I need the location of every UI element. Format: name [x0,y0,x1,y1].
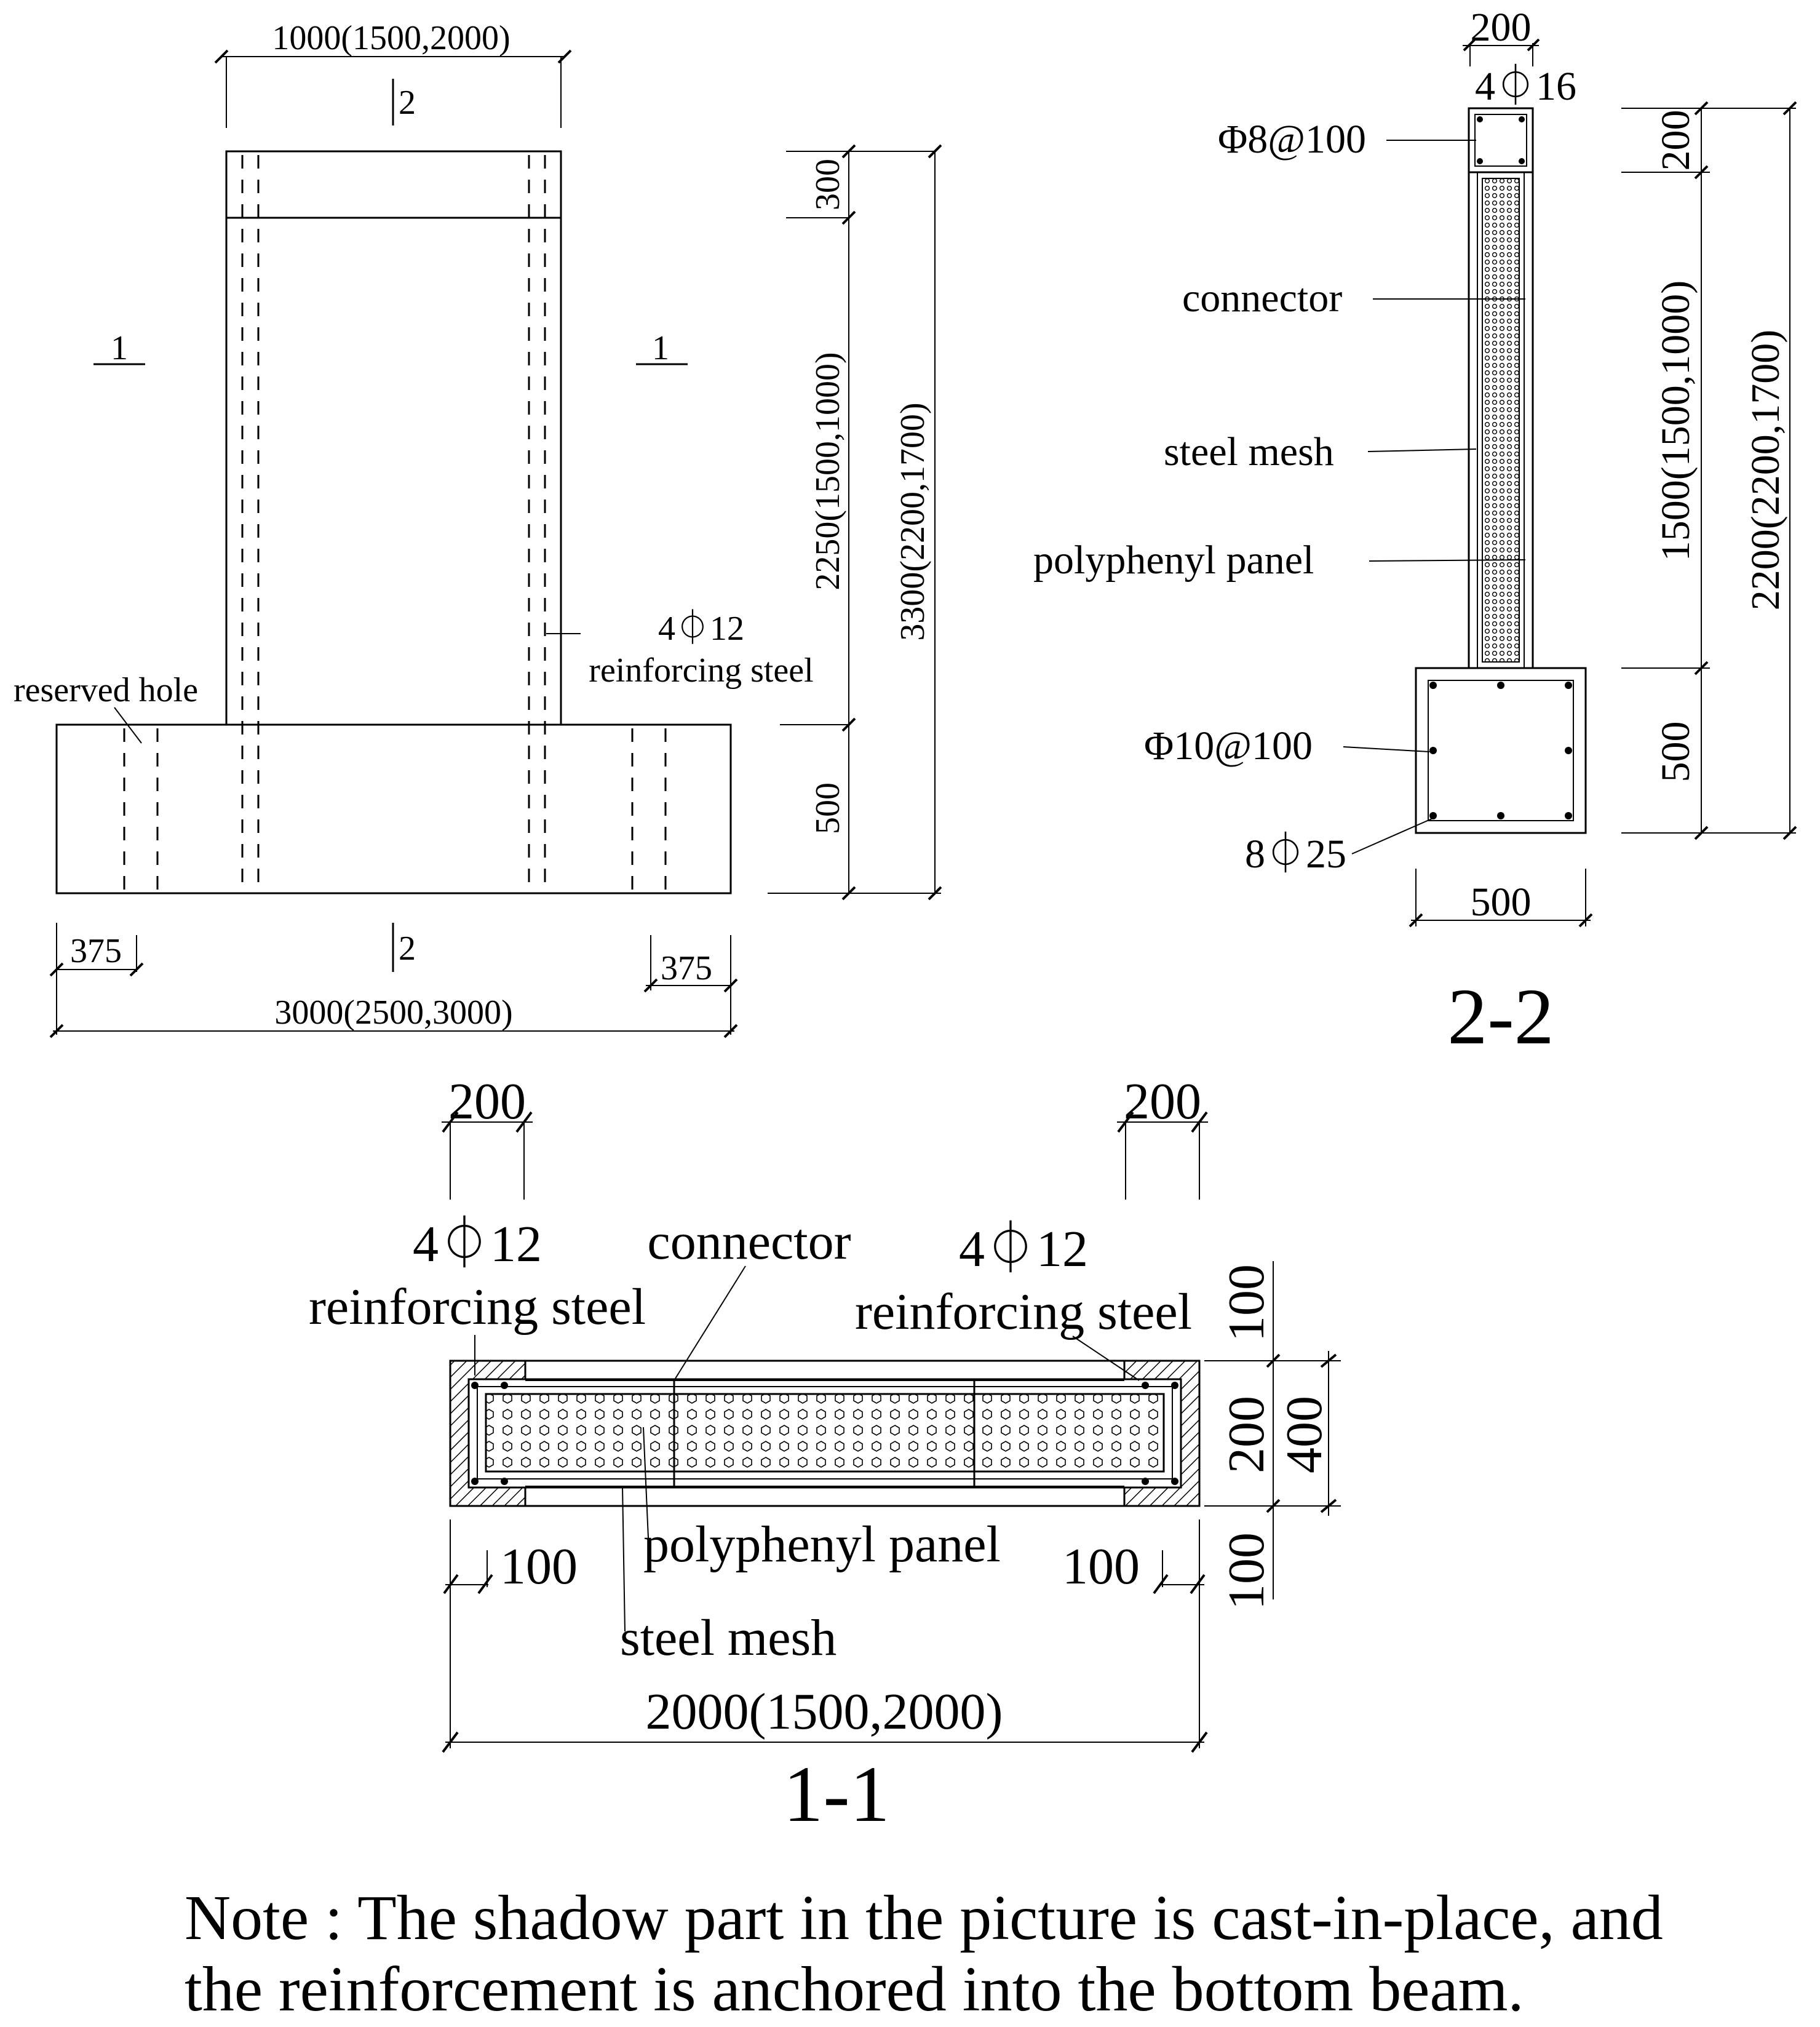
caption-2-2: 2-2 [1447,973,1554,1061]
mesh-fill [1482,178,1520,663]
bottom-width-500: 500 [1471,880,1532,925]
rebar-right-label: reinforcing steel [855,1283,1192,1340]
steel-mesh-label: steel mesh [620,1609,836,1667]
dimension-400: 400 [1276,1396,1333,1473]
rebar-callout-count: 4⏀12 [658,609,744,648]
dimension-100-top: 100 [1218,1264,1275,1342]
top-width-200: 200 [1471,5,1532,50]
rebar-left-count: 4⏀12 [413,1215,542,1273]
section-marker-1-left: 1 [111,329,128,367]
stirrup-top-label: Φ8@100 [1218,117,1366,162]
connector-label: connector [1182,276,1342,321]
section-marker-2-bottom: 2 [399,930,416,968]
connector-label: connector [647,1213,851,1270]
bottom-width-dimension: 3000(2500,3000) [274,994,512,1032]
section-2-2-view: 200 4⏀16 Φ8@100 connector steel mesh pol… [1033,5,1797,1061]
dimension-375-left: 375 [70,932,122,970]
dimension-500: 500 [809,783,847,834]
dimension-200-left: 200 [448,1073,526,1130]
note-block: Note : The shadow part in the picture is… [185,1882,1663,2025]
rebar-callout-label: reinforcing steel [589,651,813,690]
dimension-375-right: 375 [661,949,712,987]
caption-1-1: 1-1 [783,1750,889,1839]
bottom-beam [55,723,732,894]
dimension-1500-vertical: 1500(1500,1000) [1653,281,1698,561]
bottom-beam-section [1415,667,1587,834]
top-bars-label: 4⏀16 [1475,63,1576,109]
dimension-3300: 3300(2200,1700) [894,402,932,640]
dimension-200-middle: 200 [1218,1396,1275,1473]
dimension-100-bottom: 100 [1218,1532,1275,1610]
section-marker-2-top: 2 [399,84,416,122]
section-1-1-view: 200 200 4⏀12 reinforcing steel connector… [309,1073,1341,1839]
dimension-200-right: 200 [1124,1073,1201,1130]
total-width-dimension: 2000(1500,2000) [646,1683,1003,1740]
section-marker-1-right: 1 [652,329,669,367]
rebar-right-count: 4⏀12 [959,1220,1088,1278]
polyphenyl-panel-label: polyphenyl panel [1033,538,1314,583]
bottom-bars-label: 8⏀25 [1245,831,1346,877]
reserved-hole-label: reserved hole [14,671,198,709]
dimension-2250: 2250(1500,1000) [809,352,847,590]
dimension-100-right: 100 [1062,1538,1140,1595]
top-width-dimension: 1000(1500,2000) [272,19,510,57]
steel-mesh-label: steel mesh [1164,429,1334,474]
rebar-left-label: reinforcing steel [309,1278,646,1336]
note-line-2: the reinforcement is anchored into the b… [185,1954,1524,2025]
dimension-100-left: 100 [500,1538,578,1595]
polyphenyl-panel-label: polyphenyl panel [643,1516,1001,1573]
wall-panel [225,150,562,726]
dimension-200-vertical: 200 [1653,110,1698,171]
dimension-300: 300 [809,159,847,210]
note-line-1: Note : The shadow part in the picture is… [185,1882,1663,1953]
dimension-2200-vertical: 2200(2200,1700) [1743,330,1788,610]
stirrup-bottom-label: Φ10@100 [1144,723,1313,768]
polyphenyl-panel-core [485,1393,1165,1473]
elevation-view: 1000(1500,2000) 2 1 1 4⏀12 reinforcing s… [14,19,942,1038]
dimension-500-vertical: 500 [1653,722,1698,783]
